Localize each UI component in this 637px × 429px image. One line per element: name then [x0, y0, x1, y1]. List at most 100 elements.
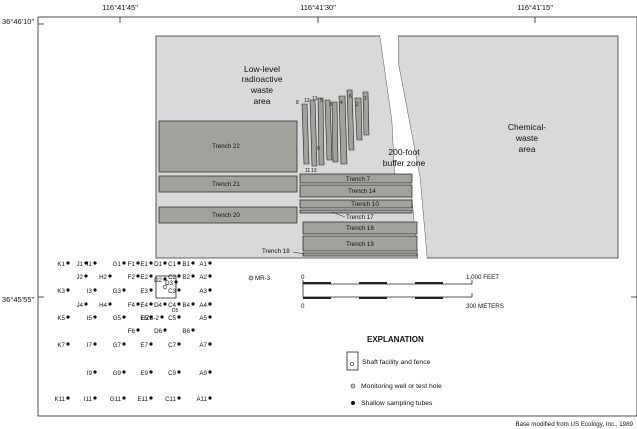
- sampling-tube-label: F4: [128, 302, 136, 309]
- sampling-tube: I7: [87, 342, 97, 349]
- sampling-tube-label: C4: [168, 302, 176, 309]
- sampling-tube-dot: [208, 396, 212, 400]
- sampling-tube: I1: [87, 261, 97, 268]
- lon-label-3: 116°41'15": [517, 3, 553, 12]
- trench-7-label: Trench 7: [346, 176, 371, 183]
- sampling-tube-dot: [208, 288, 212, 292]
- sampling-tube: B6: [182, 328, 195, 335]
- sampling-tube-dot: [149, 274, 153, 278]
- small-trench-label: 5: [320, 98, 323, 104]
- sampling-tube-dot: [122, 288, 126, 292]
- small-trench-label: 13: [311, 168, 317, 174]
- sampling-tube: B2: [182, 274, 195, 281]
- low-level-label-1: Low-level: [244, 64, 280, 74]
- sampling-tube-dot: [174, 280, 178, 284]
- scale-feet-zero: 0: [301, 274, 305, 281]
- sampling-tube: C3: [168, 288, 181, 295]
- sampling-tube-dot: [163, 302, 167, 306]
- scale-bar-blocks: [303, 282, 443, 299]
- trench-18-leader: [292, 251, 305, 255]
- sampling-tube-dot: [122, 315, 126, 319]
- sampling-tube-label: I1: [87, 261, 93, 268]
- sampling-tube: A11: [196, 396, 212, 403]
- sampling-tube-label: D2: [154, 277, 162, 284]
- small-trench-label: 2: [356, 102, 359, 108]
- sampling-tube-dot: [66, 342, 70, 346]
- trench-16: [302, 221, 418, 235]
- sampling-tube-dot: [93, 288, 97, 292]
- sampling-tube-dot: [177, 302, 181, 306]
- sampling-tube-label: J1: [76, 261, 83, 268]
- sampling-tube: D3: [165, 280, 178, 287]
- sampling-tube: C1: [168, 261, 181, 268]
- sampling-tube-dot: [163, 328, 167, 332]
- sampling-tube-label: E9: [140, 370, 148, 377]
- trench-18-label: Trench 18: [262, 248, 290, 255]
- sampling-tube: E3: [140, 288, 153, 295]
- sampling-tube-label: C2: [168, 274, 176, 281]
- legend-monitoring-label: Monitoring well or test hole: [361, 383, 442, 390]
- trench-20: [158, 206, 298, 224]
- sampling-tube: G9: [113, 370, 126, 377]
- sampling-tube-label: C7: [168, 342, 176, 349]
- sampling-tube: E7: [140, 342, 153, 349]
- sampling-tube-label: A9: [199, 370, 207, 377]
- trench-21-label: Trench 21: [212, 181, 240, 188]
- sampling-tube-label: H4: [99, 302, 107, 309]
- monitoring-well-mr3: [248, 275, 254, 281]
- sampling-tube-dot: [149, 288, 153, 292]
- sampling-tube-label: K1: [57, 261, 65, 268]
- sampling-tube-label: K7: [57, 342, 65, 349]
- sampling-tube-label: C11: [165, 396, 176, 403]
- small-trench-label: 13: [312, 96, 318, 102]
- sampling-tube-label: D4: [154, 302, 162, 309]
- trench-22: [158, 120, 298, 173]
- sampling-tube-label: C5: [168, 315, 176, 322]
- sampling-tube-label: A1: [199, 261, 207, 268]
- sampling-tube-dot: [108, 274, 112, 278]
- sampling-tube: C9: [168, 370, 181, 377]
- small-trench-label: 1: [364, 96, 367, 102]
- sampling-tube-dot: [163, 277, 167, 281]
- sampling-tube: C4: [168, 302, 181, 309]
- sampling-tube-dot: [136, 261, 140, 265]
- sampling-tube-label: G7: [113, 342, 122, 349]
- sampling-tube-dot: [122, 396, 126, 400]
- sampling-tube: A3: [199, 288, 212, 295]
- sampling-tube-dot: [191, 302, 195, 306]
- sampling-tube-dot: [149, 396, 153, 400]
- sampling-tube: I5: [87, 315, 97, 322]
- sampling-tube-label: F1: [128, 261, 136, 268]
- trench-14-label: Trench 14: [348, 188, 376, 195]
- sampling-tube: B1: [182, 261, 195, 268]
- sampling-tube-label: H2: [99, 274, 107, 281]
- sampling-tube: E4: [140, 302, 153, 309]
- sampling-tube-dot: [177, 342, 181, 346]
- well-label-mr3: MR-3: [255, 275, 271, 282]
- sampling-tube: E2: [140, 274, 153, 281]
- sampling-tube: B4: [182, 302, 195, 309]
- sampling-tube-label: E5: [140, 315, 148, 322]
- sampling-tube-dot: [149, 302, 153, 306]
- trench-17-leader: [331, 211, 346, 218]
- legend-shaft-label: Shaft facility and fence: [362, 359, 431, 366]
- sampling-tube-label: C1: [168, 261, 176, 268]
- sampling-tube-dot: [108, 302, 112, 306]
- trench-22-label: Trench 22: [212, 143, 240, 150]
- trench-20-label: Trench 20: [212, 212, 240, 219]
- sampling-tube-dot: [208, 342, 212, 346]
- trench-18: [302, 252, 418, 257]
- sampling-tube: C5: [168, 315, 181, 322]
- sampling-tube-dot: [66, 261, 70, 265]
- sampling-tube-label: B1: [182, 261, 190, 268]
- trench-21: [158, 175, 298, 193]
- sampling-tube: C7: [168, 342, 181, 349]
- sampling-tube-label: G11: [110, 396, 122, 403]
- sampling-tube-dot: [149, 370, 153, 374]
- sampling-tube: A9: [199, 370, 212, 377]
- sampling-tube-label: E1: [140, 261, 148, 268]
- sampling-tube: H2: [99, 274, 112, 281]
- small-trench-label: 9: [317, 146, 320, 152]
- sampling-tube-dot: [66, 396, 70, 400]
